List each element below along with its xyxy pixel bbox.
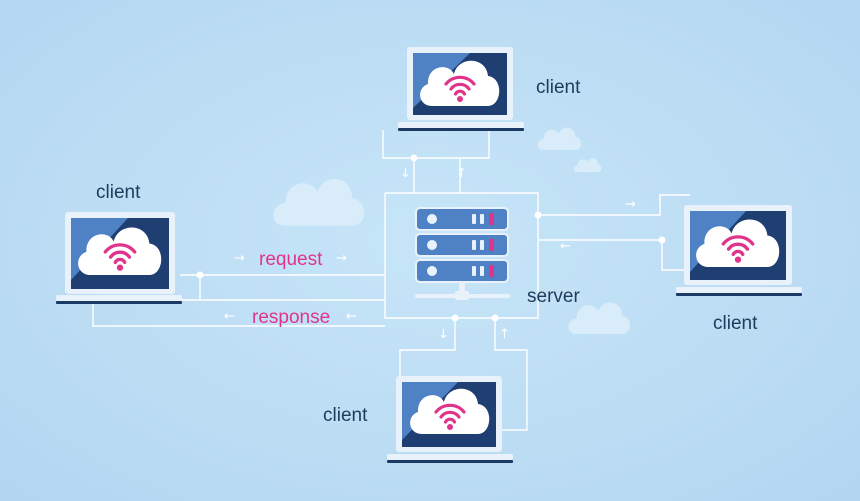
cloud-icon bbox=[573, 158, 602, 173]
connection-dots bbox=[196, 154, 666, 322]
arrow-left-icon: ← bbox=[224, 309, 235, 324]
arrow-right-icon: → bbox=[234, 251, 245, 266]
arrow-up-icon: ↑ bbox=[456, 166, 467, 181]
arrow-down-icon: ↓ bbox=[400, 166, 411, 181]
cloud-icon bbox=[568, 302, 631, 335]
arrow-right-icon: → bbox=[625, 197, 636, 212]
arrow-up-icon: ↑ bbox=[499, 327, 510, 342]
client-label-bottom: client bbox=[323, 405, 368, 426]
arrow-left-icon: ← bbox=[560, 239, 571, 254]
server-label: server bbox=[527, 286, 580, 307]
arrow-down-icon: ↓ bbox=[438, 327, 449, 342]
client-label-right: client bbox=[713, 313, 758, 334]
client-laptop-bottom bbox=[387, 376, 513, 463]
client-label-left: client bbox=[96, 182, 141, 203]
arrow-left-icon: ← bbox=[346, 309, 357, 324]
client-laptop-left bbox=[56, 212, 182, 304]
client-laptop-right bbox=[676, 205, 802, 296]
server-rack-icon bbox=[415, 207, 510, 300]
client-laptop-top bbox=[398, 47, 524, 131]
cloud-icon bbox=[273, 178, 365, 226]
connection-lines bbox=[92, 130, 690, 431]
arrow-right-icon: → bbox=[336, 251, 347, 266]
request-label: request bbox=[259, 249, 323, 270]
cloud-icon bbox=[537, 127, 582, 150]
response-label: response bbox=[252, 307, 331, 328]
client-label-top: client bbox=[536, 77, 581, 98]
